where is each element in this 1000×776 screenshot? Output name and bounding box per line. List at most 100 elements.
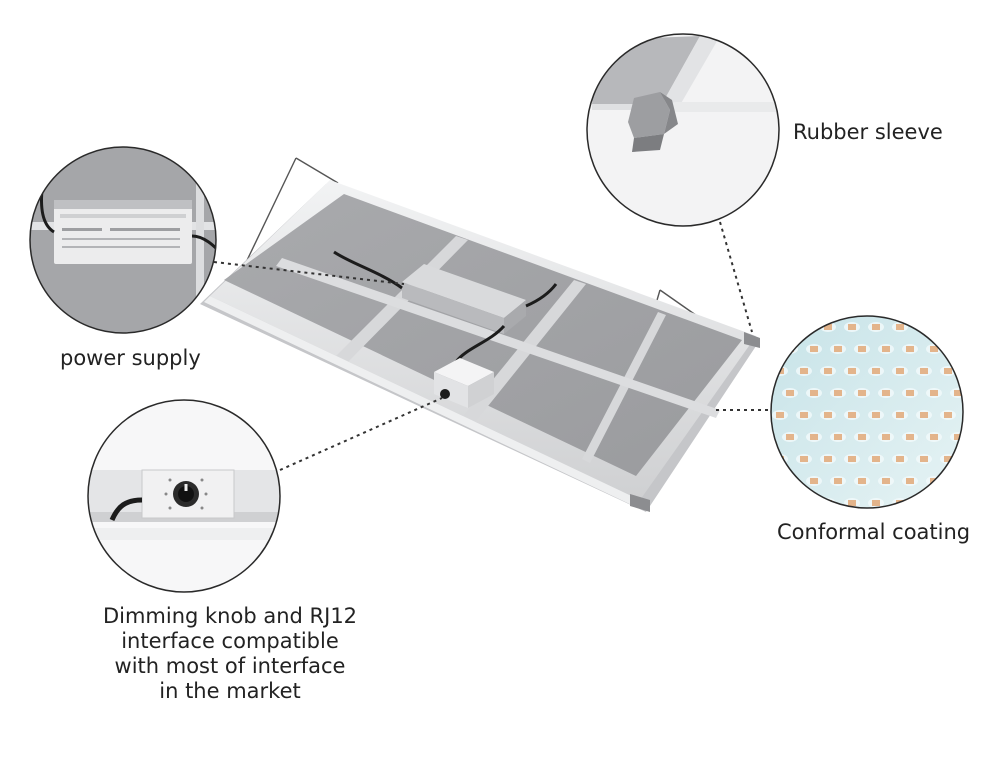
led-chip (906, 434, 914, 440)
led-chip (968, 500, 976, 506)
led-chip (800, 368, 808, 374)
led-chip (906, 390, 914, 396)
led-chip (978, 478, 986, 484)
led-chip (906, 346, 914, 352)
coating-bump (940, 498, 956, 508)
led-chip (810, 434, 818, 440)
dimming-knob-label: Dimming knob and RJ12 interface compatib… (50, 604, 410, 704)
led-chip (920, 500, 928, 506)
led-chip (930, 390, 938, 396)
led-chip (906, 478, 914, 484)
led-chip (848, 456, 856, 462)
led-chip (834, 478, 842, 484)
led-chip (776, 500, 784, 506)
led-chip (944, 412, 952, 418)
led-chip (968, 368, 976, 374)
led-chip (810, 478, 818, 484)
led-chip (824, 368, 832, 374)
led-chip (858, 390, 866, 396)
led-chip (786, 434, 794, 440)
led-chip (824, 412, 832, 418)
led-chip (930, 346, 938, 352)
coating-bump (782, 344, 798, 354)
coating-bump (950, 476, 963, 486)
led-chip (834, 390, 842, 396)
led-chip (848, 324, 856, 330)
dimming-knob-label-line: in the market (159, 679, 301, 703)
led-chip (896, 456, 904, 462)
led-chip (786, 478, 794, 484)
power-supply-detail (29, 146, 217, 334)
led-chip (872, 324, 880, 330)
led-chip (810, 390, 818, 396)
led-chip (882, 434, 890, 440)
led-chip (834, 346, 842, 352)
led-chip (858, 478, 866, 484)
led-chip (776, 412, 784, 418)
led-chip (872, 500, 880, 506)
coating-bump (772, 498, 788, 508)
led-chip (858, 434, 866, 440)
led-chip (882, 478, 890, 484)
coating-bump (964, 322, 980, 332)
coating-bump (782, 476, 798, 486)
rubber-sleeve-detail (586, 33, 780, 227)
led-chip (848, 500, 856, 506)
led-chip (954, 390, 962, 396)
led-chip (872, 412, 880, 418)
led-chip (944, 324, 952, 330)
led-chip (776, 324, 784, 330)
callout-lines (213, 221, 770, 471)
led-chip (896, 412, 904, 418)
led-chip (920, 324, 928, 330)
coating-bump (964, 366, 980, 376)
coating-bump (964, 498, 980, 508)
led-chip (978, 346, 986, 352)
led-chip (968, 456, 976, 462)
led-chip (800, 500, 808, 506)
led-chip (920, 456, 928, 462)
led-chip (954, 478, 962, 484)
led-chip (824, 324, 832, 330)
coating-bump (974, 432, 990, 442)
coating-bump (796, 322, 812, 332)
led-chip (872, 456, 880, 462)
led-chip (882, 390, 890, 396)
led-chip (930, 434, 938, 440)
conformal-coating-label: Conformal coating (777, 520, 971, 544)
coating-bump (796, 498, 812, 508)
led-chip (786, 390, 794, 396)
coating-bump (916, 498, 932, 508)
led-chip (968, 324, 976, 330)
led-chip (800, 324, 808, 330)
led-chip (920, 412, 928, 418)
led-chip (872, 368, 880, 374)
coating-bump (772, 322, 788, 332)
dimming-knob-label-line: Dimming knob and RJ12 (102, 604, 358, 628)
led-chip (978, 434, 986, 440)
led-chip (978, 390, 986, 396)
led-chip (944, 500, 952, 506)
led-chip (858, 346, 866, 352)
coating-bump (974, 388, 990, 398)
conformal-coating-detail (770, 315, 990, 509)
led-panel-illustration (200, 157, 760, 512)
led-chip (954, 346, 962, 352)
rubber-sleeve-label: Rubber sleeve (793, 120, 943, 144)
led-chip (810, 346, 818, 352)
coating-bump (974, 476, 990, 486)
power-supply-label: power supply (60, 346, 201, 370)
led-chip (834, 434, 842, 440)
led-chip (896, 324, 904, 330)
led-chip (800, 456, 808, 462)
led-chip (954, 434, 962, 440)
dimming-knob-label-line: with most of interface (114, 654, 346, 678)
led-chip (920, 368, 928, 374)
led-chip (800, 412, 808, 418)
coating-bump (964, 410, 980, 420)
coating-bump (964, 454, 980, 464)
led-chip (968, 412, 976, 418)
dimming-knob-detail (87, 399, 281, 593)
led-chip (848, 412, 856, 418)
